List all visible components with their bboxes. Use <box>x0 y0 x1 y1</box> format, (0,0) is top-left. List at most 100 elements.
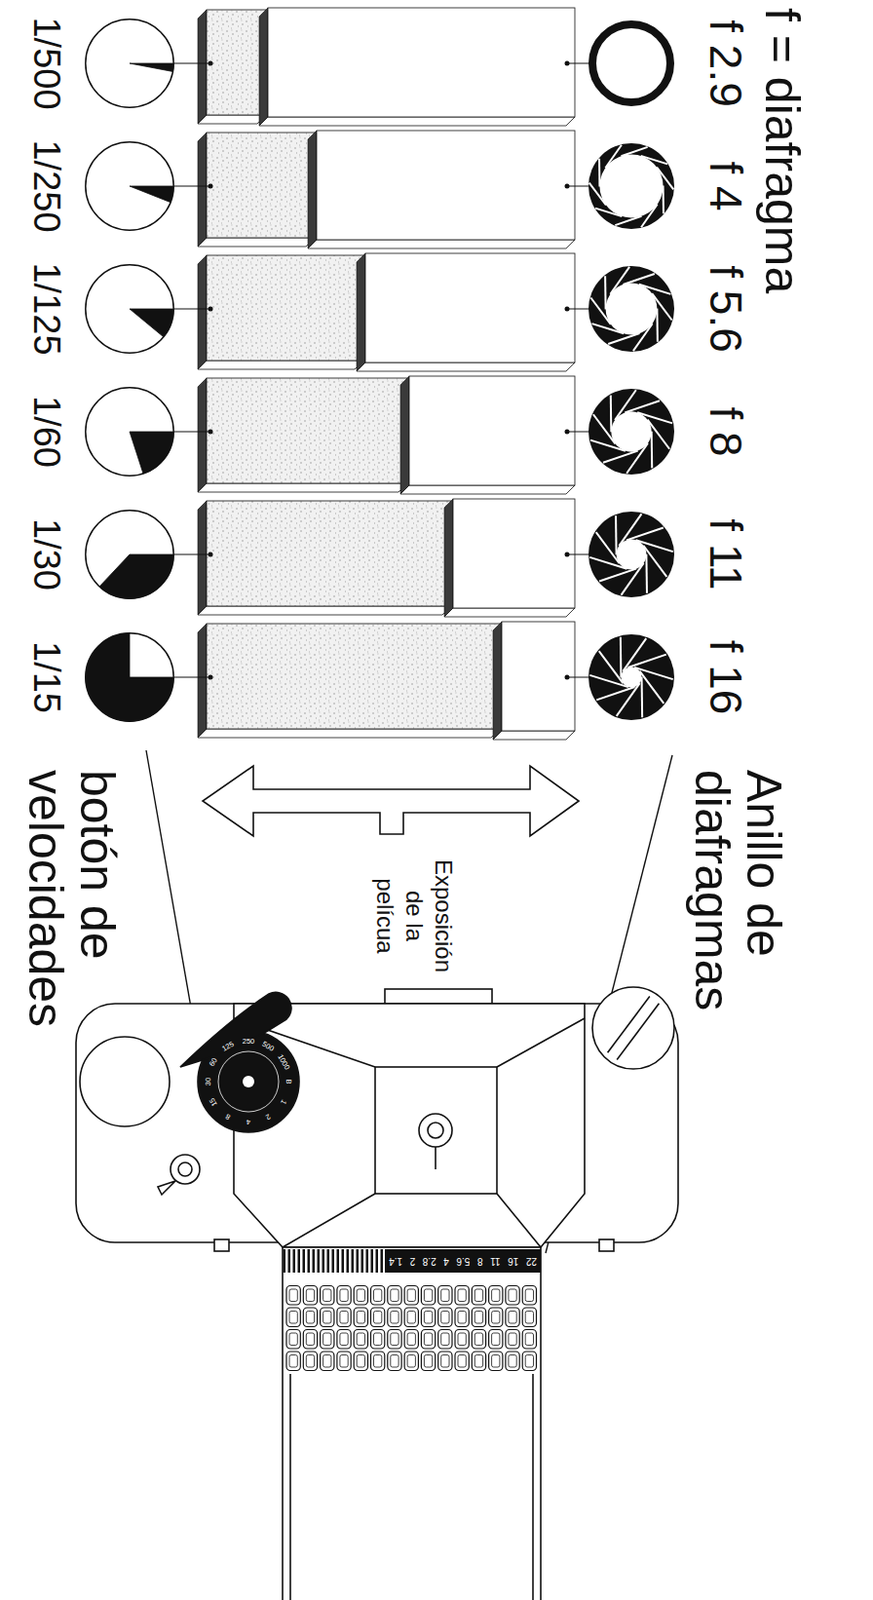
shutter-speed-icon: 1/250 <box>84 141 175 231</box>
grip-cell-inner <box>374 1332 382 1346</box>
pointer-dot <box>565 61 570 67</box>
grip-cell-inner <box>474 1289 483 1302</box>
grip-cell-inner <box>508 1332 517 1346</box>
grip-cell <box>404 1351 418 1371</box>
iris-blade-edge <box>607 333 640 344</box>
iris-blade-edge <box>599 569 637 582</box>
aperture-block-side <box>356 362 575 372</box>
shutter-block <box>206 500 452 607</box>
pointer-line <box>174 554 211 556</box>
grip-cell-inner <box>356 1289 365 1302</box>
iris-symbol <box>588 388 675 475</box>
grip-cell <box>455 1351 469 1371</box>
pointer-dot <box>208 552 214 558</box>
iris-blade-edge <box>655 308 658 342</box>
pointer-dot <box>565 675 570 681</box>
grip-cell <box>505 1329 520 1350</box>
speed-dial-center <box>242 1075 255 1088</box>
grip-cell <box>438 1307 453 1328</box>
aperture-block-shadow <box>493 621 502 740</box>
grip-cell-inner <box>407 1311 416 1325</box>
grip-cell <box>455 1286 469 1306</box>
iris-symbol <box>588 511 675 598</box>
iris-disk <box>588 388 675 475</box>
aperture-icon: f 2.9 <box>588 20 675 107</box>
grip-cell <box>455 1307 469 1328</box>
iris-blade-edge <box>636 539 674 552</box>
iris-symbol <box>588 265 675 352</box>
scale-tick <box>307 1249 311 1273</box>
pointer-line <box>567 186 589 188</box>
iris-blade-edge <box>590 440 626 452</box>
grip-cell-inner <box>407 1355 416 1368</box>
iris-blade-edge <box>609 266 630 295</box>
pointer-line <box>174 186 211 188</box>
aperture-icon: f 4 <box>588 143 675 229</box>
grip-cell-inner <box>525 1311 533 1325</box>
shutter-speed-label: 1/30 <box>25 495 69 613</box>
f-number-label: f 11 <box>701 495 751 613</box>
grip-cell-inner <box>323 1311 332 1325</box>
iris-disk <box>588 143 675 229</box>
advance-knob <box>79 1036 170 1127</box>
pointer-dot <box>565 429 570 435</box>
shutter-pie-symbol <box>84 18 175 109</box>
scale-tick <box>288 1249 292 1273</box>
grip-cell <box>371 1329 385 1350</box>
prism-edge <box>496 1193 541 1248</box>
grip-cell <box>471 1286 486 1306</box>
grip-cell <box>522 1329 536 1350</box>
grip-cell <box>471 1307 486 1328</box>
aperture-block-side <box>400 485 575 494</box>
shutter-release-tab <box>157 1180 176 1195</box>
grip-cell-inner <box>423 1332 432 1346</box>
aperture-block-side <box>493 730 575 740</box>
shutter-block <box>206 623 500 729</box>
iris-blade-edge <box>633 323 653 351</box>
grip-cell <box>286 1329 301 1350</box>
grip-cell-inner <box>441 1289 450 1302</box>
grip-cell <box>438 1351 453 1371</box>
grip-cell <box>387 1307 402 1328</box>
grip-cell-inner <box>340 1332 348 1346</box>
aperture-block-shadow <box>400 376 410 494</box>
iris-blade-edge <box>590 297 610 324</box>
scale-tick <box>303 1249 306 1273</box>
grip-cell-inner <box>305 1332 314 1346</box>
dial-number: 30 <box>204 1077 213 1086</box>
grip-cell <box>522 1286 536 1306</box>
grip-cell-inner <box>390 1311 399 1325</box>
iris-blade-edge <box>639 671 664 704</box>
lug <box>599 1239 614 1252</box>
grip-cell-inner <box>457 1289 466 1302</box>
grip-cell-inner <box>423 1289 432 1302</box>
pointer-dot <box>208 184 214 190</box>
grip-cell <box>505 1307 520 1328</box>
iris-blade-edge <box>637 412 673 423</box>
grip-cell-inner <box>525 1332 533 1346</box>
pointer-line <box>174 677 211 679</box>
shutter-face <box>85 142 174 230</box>
camera-top-view <box>75 986 679 1600</box>
shutter-block <box>206 255 364 361</box>
grip-cell <box>353 1351 368 1371</box>
iris-blade-edge <box>614 389 637 420</box>
grip-cell <box>471 1351 486 1371</box>
grip-cell-inner <box>457 1311 466 1325</box>
f-number-label: f 5.6 <box>701 250 751 368</box>
shutter-open-sector <box>99 554 174 599</box>
grip-cell <box>337 1329 351 1350</box>
aperture-icon: f 8 <box>588 388 675 475</box>
grip-cell <box>353 1307 368 1328</box>
grip-cell-inner <box>423 1355 432 1368</box>
grip-cell-inner <box>305 1355 314 1368</box>
shoe-contact <box>434 1146 437 1170</box>
scale-tick <box>341 1249 345 1273</box>
grip-cell-inner <box>323 1355 332 1368</box>
iris-blade-edge <box>592 323 625 334</box>
grip-cell <box>371 1307 385 1328</box>
aperture-block <box>365 253 575 363</box>
aperture-icon: f 16 <box>588 634 675 721</box>
prism-edge <box>496 1018 585 1067</box>
